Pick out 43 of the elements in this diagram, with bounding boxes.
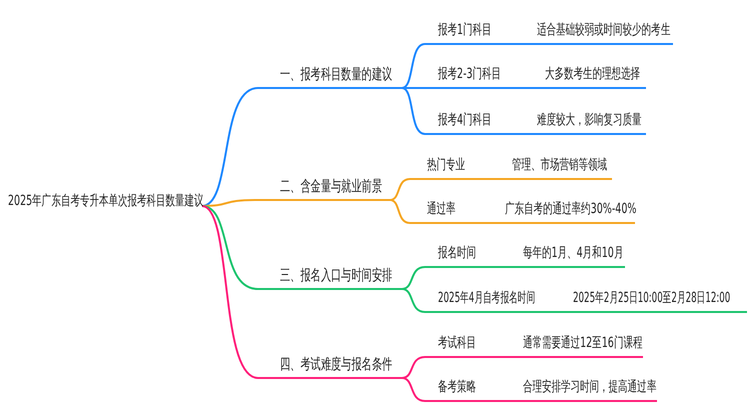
branch-line (402, 87, 425, 89)
topic-text: 二、含金量与就业前景 (280, 177, 382, 195)
topic-detail: 广东自考的通过率约30%-40% (505, 200, 636, 218)
branch-line (202, 205, 258, 290)
leaf-topic (425, 109, 646, 135)
topic-text: 2025年广东自考专升本单次报考科目数量建议 (8, 192, 204, 210)
topic-detail: 难度较大，影响复习质量 (537, 111, 642, 129)
topic-label: 2025年4月自考报名时间 (438, 289, 536, 307)
branch-line (202, 205, 258, 379)
topic-label: 报考2-3门科目 (438, 65, 502, 83)
topic-detail: 通常需要通过12至16门课程 (523, 334, 642, 352)
topic-text: 一、报考科目数量的建议 (280, 65, 392, 83)
branch-line (402, 43, 426, 89)
topic-detail: 每年的1月、4月和10月 (523, 244, 624, 262)
branch-line (402, 377, 426, 402)
topic-text: 四、考试难度与报名条件 (280, 355, 392, 373)
leaf-topic (425, 63, 646, 89)
branch-line (202, 87, 258, 207)
topic-label: 考试科目 (438, 334, 476, 352)
topic-detail: 管理、市场营销等领域 (512, 156, 608, 174)
topic-text: 三、报名入口与时间安排 (280, 266, 392, 284)
topic-label: 报名时间 (438, 244, 476, 262)
branch-line (402, 266, 426, 290)
topic-detail: 合理安排学习时间，提高通过率 (523, 378, 656, 396)
topic-detail: 2025年2月25日10:00至2月28日12:00 (573, 289, 730, 307)
topic-detail: 适合基础较弱或时间较少的考生 (537, 21, 670, 39)
branch-line (402, 87, 426, 135)
branch-line (390, 178, 410, 201)
leaf-topic (425, 19, 673, 45)
topic-label: 热门专业 (427, 156, 466, 174)
topic-label: 报考4门科目 (438, 111, 492, 129)
topic-label: 备考策略 (438, 378, 476, 396)
topic-detail: 大多数考生的理想选择 (545, 65, 640, 83)
topic-label: 报考1门科目 (438, 21, 492, 39)
branch-line (390, 199, 410, 224)
leaf-topic (410, 198, 635, 224)
topic-label: 通过率 (427, 200, 456, 218)
branch-line (402, 356, 426, 379)
branch-topic (258, 353, 402, 379)
leaf-topic (425, 332, 643, 358)
leaf-topic (410, 154, 612, 180)
branch-line (402, 288, 426, 313)
leaf-topic (425, 376, 657, 402)
